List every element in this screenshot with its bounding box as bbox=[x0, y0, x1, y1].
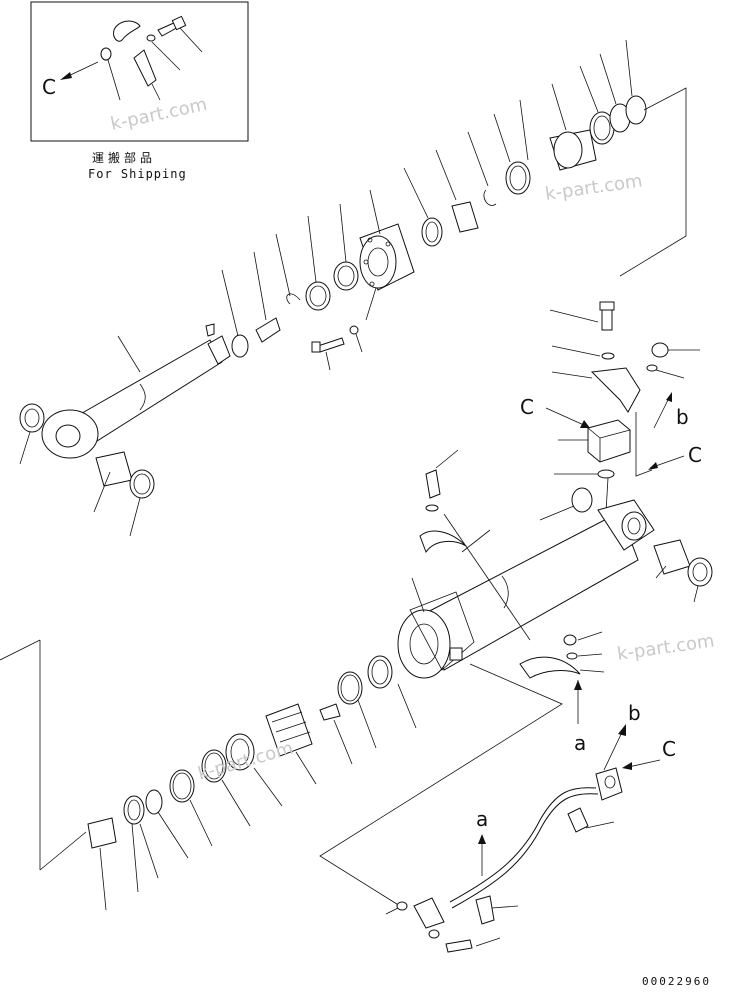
upper-small-parts bbox=[221, 203, 363, 371]
shipping-label-en: For Shipping bbox=[88, 167, 187, 181]
cylinder-head bbox=[359, 189, 415, 321]
upper-rings bbox=[403, 39, 687, 277]
callout-C-left: C bbox=[520, 395, 534, 419]
piston-rod-assembly bbox=[19, 323, 231, 537]
shipping-label-jp: 運搬部品 bbox=[92, 150, 156, 165]
callout-a-low: a bbox=[476, 807, 488, 831]
watermark-2: k-part.com bbox=[544, 171, 644, 205]
watermark-1: k-part.com bbox=[109, 94, 209, 135]
watermark-3: k-part.com bbox=[616, 631, 716, 665]
callout-C-right: C bbox=[688, 443, 702, 467]
inset-callout-letter: C bbox=[42, 75, 56, 99]
callout-C-low: C bbox=[662, 737, 676, 761]
callout-b-low: b bbox=[628, 701, 641, 725]
valve-block-group bbox=[545, 301, 700, 513]
cylinder-tube-assembly bbox=[319, 449, 713, 907]
callout-a-mid: a bbox=[574, 731, 586, 755]
callout-b-mid: b bbox=[676, 405, 689, 429]
lower-rings bbox=[0, 639, 417, 911]
pipe-assembly bbox=[385, 724, 661, 953]
shipping-inset: C bbox=[30, 1, 249, 142]
drawing-code: 00022960 bbox=[642, 975, 711, 988]
